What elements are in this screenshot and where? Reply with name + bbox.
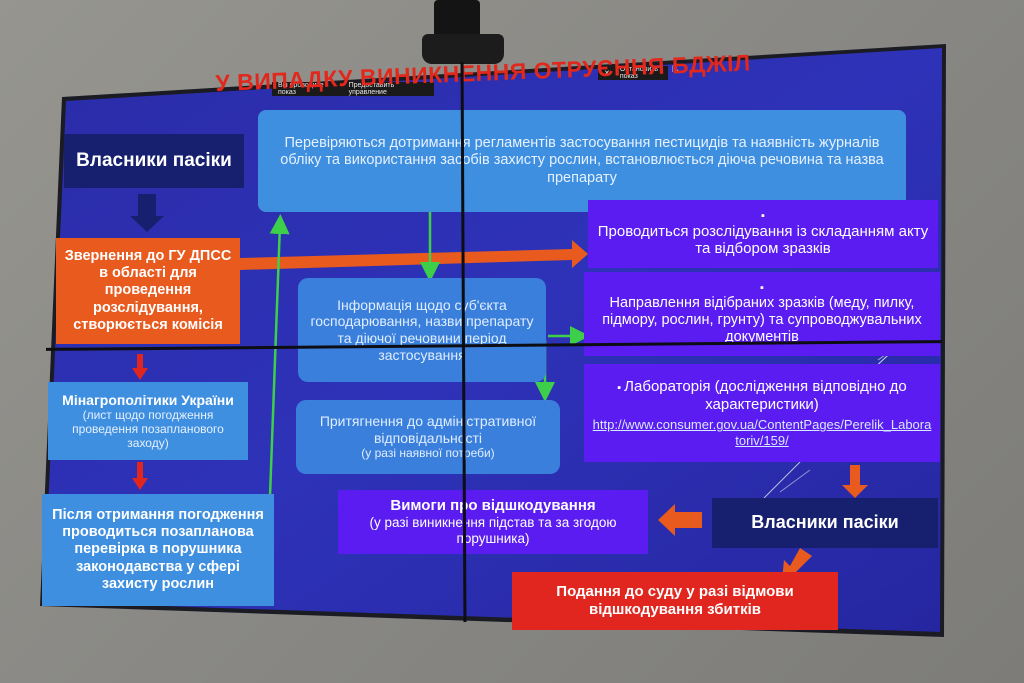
- inspection-box: Після отримання погодження проводиться п…: [42, 494, 274, 606]
- arrow-appeal-to-ministry: [132, 354, 148, 380]
- laboratory-text: Лабораторія (дослідження відповідно до х…: [592, 378, 932, 413]
- owners-top-box: Власники пасіки: [64, 134, 244, 188]
- court-box: Подання до суду у разі відмови відшкодув…: [512, 572, 838, 630]
- laboratory-link[interactable]: http://www.consumer.gov.ua/ContentPages/…: [592, 417, 932, 448]
- stop-show-bar: ✕ Остановить показ: [598, 66, 668, 80]
- liability-box: Притягнення до адміністративної відповід…: [296, 400, 560, 474]
- compensation-subtitle: (у разі виникнення підстав та за згодою …: [369, 514, 617, 546]
- entity-info-box: Інформація щодо суб'єкта господарювання,…: [298, 278, 546, 382]
- ministry-subtitle: (лист щодо погодження проведення позапла…: [72, 408, 224, 451]
- liability-subtitle: (у разі наявної потреби): [361, 446, 495, 461]
- stop-show-button[interactable]: Остановить показ: [619, 66, 659, 80]
- projector-mount: [420, 0, 506, 70]
- owners-bottom-box: Власники пасіки: [712, 498, 938, 548]
- close-icon[interactable]: ✕: [604, 70, 610, 77]
- pin-icon[interactable]: ⇱: [672, 64, 680, 74]
- investigation-box: Проводиться розслідування із складанням …: [588, 200, 938, 268]
- liability-title: Притягнення до адміністративної відповід…: [319, 413, 537, 446]
- ministry-box: Мінагрополітики України (лист щодо погод…: [48, 382, 248, 460]
- arrow-lab-to-owners: [842, 465, 868, 498]
- appeal-box: Звернення до ГУ ДПСС в області для прове…: [56, 238, 240, 344]
- check-regulations-box: Перевіряються дотримання регламентів зас…: [258, 110, 906, 212]
- arrow-inspection-to-check: [268, 214, 290, 497]
- arrow-owners-to-compensation: [658, 504, 702, 536]
- arrow-appeal-to-investigation: [240, 240, 588, 270]
- showing-label: Вы проводите показ: [278, 82, 324, 96]
- ministry-title: Мінагрополітики України: [62, 391, 234, 408]
- laboratory-box: Лабораторія (дослідження відповідно до х…: [584, 364, 940, 462]
- arrow-owners-to-appeal: [130, 194, 164, 232]
- give-control-dropdown[interactable]: Предоставить управление: [348, 82, 395, 96]
- compensation-title: Вимоги про відшкодування: [390, 497, 596, 515]
- compensation-box: Вимоги про відшкодування (у разі виникне…: [338, 490, 648, 554]
- arrow-ministry-to-inspection: [132, 462, 148, 490]
- presentation-toolbar: Вы проводите показ Предоставить управлен…: [272, 82, 434, 96]
